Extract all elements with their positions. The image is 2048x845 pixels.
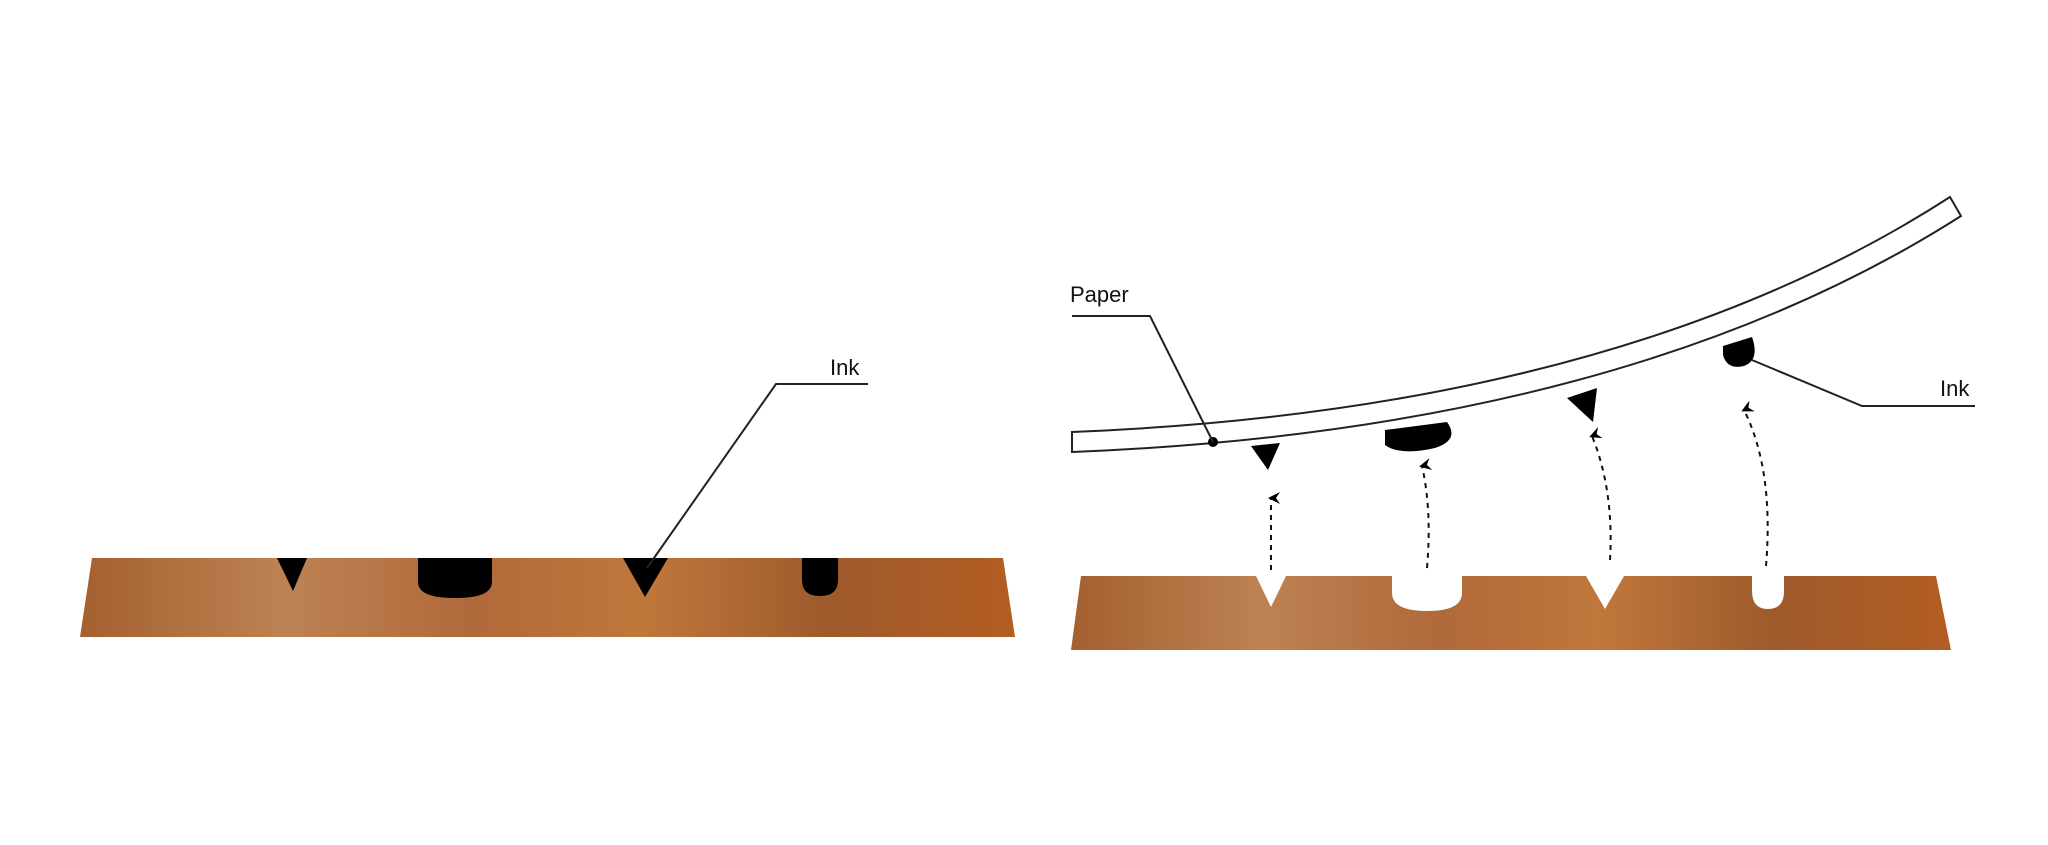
transfer-arrow-2 — [1419, 458, 1433, 569]
right-ink-label: Ink — [1940, 376, 1970, 401]
right-ink-v-2 — [1567, 388, 1597, 422]
paper-label: Paper — [1070, 282, 1129, 307]
right-ink-u-2 — [1723, 337, 1755, 367]
left-ink-u-groove-2 — [802, 558, 838, 596]
right-panel: Paper Ink — [1070, 195, 1975, 650]
right-ink-v-1 — [1251, 443, 1280, 470]
right-ink-u-1 — [1385, 422, 1452, 452]
right-ink-leader-line — [1751, 359, 1975, 407]
left-panel: Ink — [80, 355, 1015, 637]
left-ink-v-groove-1 — [277, 558, 307, 591]
transfer-arrow-4 — [1741, 400, 1769, 567]
left-ink-leader-line — [646, 383, 868, 569]
left-ink-label: Ink — [830, 355, 860, 380]
paper-sheet — [1071, 195, 1963, 454]
paper-leader-line — [1072, 315, 1214, 443]
transfer-arrow-3 — [1589, 427, 1612, 561]
left-copper-plate — [80, 558, 1015, 637]
left-ink-u-groove-1 — [418, 558, 492, 598]
right-copper-plate — [1071, 576, 1951, 650]
left-ink-v-groove-2 — [623, 558, 668, 597]
